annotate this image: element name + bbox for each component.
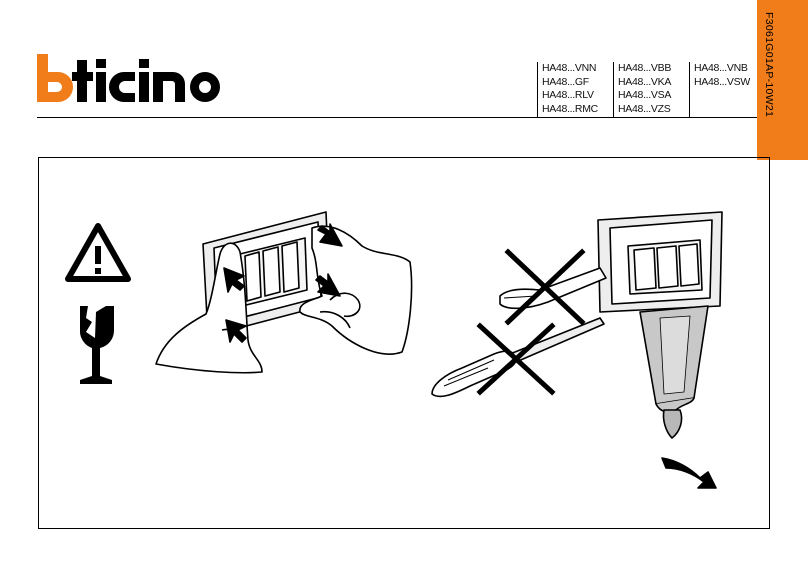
press-arrow-icon [317, 223, 343, 247]
product-code: HA48...VNN [542, 62, 597, 74]
bticino-logo [37, 54, 252, 104]
logo-b [37, 54, 73, 102]
product-code: HA48...VSA [618, 89, 672, 101]
product-code: HA48...GF [542, 75, 589, 88]
product-code: HA48...VZS [618, 102, 671, 115]
product-code: HA48...VSW [694, 75, 750, 88]
logo-ticino [72, 59, 220, 102]
product-code: HA48...VNB [694, 62, 748, 74]
warning-triangle-icon [65, 223, 131, 282]
product-code: HA48...RMC [542, 102, 598, 115]
header-divider [37, 117, 757, 118]
illustration-frame [38, 157, 770, 529]
wrong-removal-scene [431, 211, 723, 489]
product-code: HA48...VKA [618, 75, 672, 88]
rotate-arrow-icon [661, 457, 717, 489]
press-arrow-icon [223, 267, 245, 293]
document-code-tab: F3061G01AP-10W21 [757, 0, 808, 160]
product-code: HA48...VBB [618, 62, 672, 74]
plate-press-scene [155, 211, 413, 374]
product-codes-column-3: HA48...VNB HA48...VSW [689, 62, 750, 118]
product-codes-column-1: HA48...VNN HA48...GF HA48...RLV HA48...R… [537, 62, 598, 118]
product-code: HA48...RLV [542, 89, 594, 101]
document-code: F3061G01AP-10W21 [763, 12, 775, 118]
press-arrow-icon [225, 319, 247, 343]
forbidden-cross-icon [476, 248, 586, 396]
product-codes-column-2: HA48...VBB HA48...VKA HA48...VSA HA48...… [613, 62, 671, 118]
press-arrow-icon [315, 273, 341, 297]
fragile-glass-icon [79, 306, 115, 384]
